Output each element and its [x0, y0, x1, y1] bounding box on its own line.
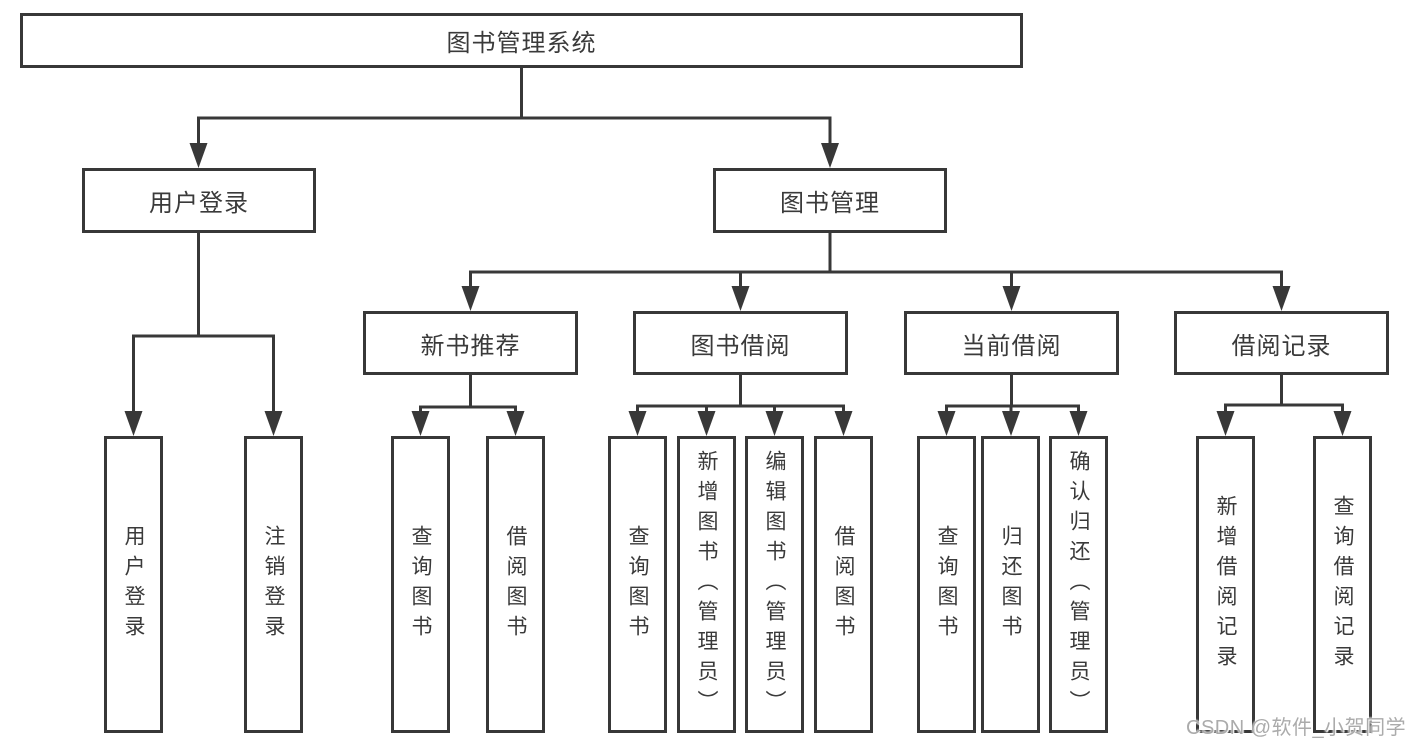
- leaf-confirm-return-admin: 确认归还（管理员）: [1049, 436, 1108, 733]
- node-label: 借阅图书: [832, 524, 855, 645]
- leaf-user-login: 用户登录: [104, 436, 163, 733]
- node-label: 图书管理: [780, 190, 880, 217]
- node-label: 用户登录: [122, 524, 145, 645]
- arrow-down-icon: [937, 411, 956, 436]
- node-user-login: 用户登录: [82, 168, 316, 233]
- arrow-down-icon: [1333, 411, 1352, 436]
- arrow-down-icon: [697, 411, 716, 436]
- node-label: 图书管理系统: [446, 30, 597, 57]
- node-label: 确认归还（管理员）: [1067, 449, 1090, 720]
- connector-user-login-rail: [132, 334, 275, 415]
- node-label: 归还图书: [999, 524, 1022, 645]
- arrow-down-icon: [461, 286, 480, 311]
- leaf-edit-books-admin: 编辑图书（管理员）: [745, 436, 804, 733]
- node-label: 图书借阅: [690, 332, 791, 360]
- arrow-down-icon: [1002, 286, 1021, 311]
- node-label: 借阅记录: [1231, 332, 1332, 360]
- node-current-borrowing: 当前借阅: [904, 311, 1119, 375]
- node-label: 当前借阅: [961, 332, 1062, 360]
- leaf-query-books-current: 查询图书: [917, 436, 976, 733]
- node-label: 用户登录: [149, 190, 249, 217]
- arrow-down-icon: [765, 411, 784, 436]
- arrow-down-icon: [1069, 411, 1088, 436]
- arrow-down-icon: [821, 143, 839, 168]
- leaf-borrow-books-borrowing: 借阅图书: [814, 436, 873, 733]
- node-label: 查询借阅记录: [1331, 494, 1354, 675]
- leaf-return-books: 归还图书: [981, 436, 1040, 733]
- node-label: 查询图书: [409, 524, 432, 645]
- connector-records-rail: [1224, 403, 1344, 415]
- leaf-query-borrow-record: 查询借阅记录: [1313, 436, 1372, 733]
- node-borrowing-records: 借阅记录: [1174, 311, 1389, 375]
- leaf-add-books-admin: 新增图书（管理员）: [677, 436, 736, 733]
- arrow-down-icon: [628, 411, 647, 436]
- arrow-down-icon: [731, 286, 750, 311]
- leaf-query-books-recommend: 查询图书: [391, 436, 450, 733]
- arrow-down-icon: [124, 411, 143, 436]
- arrow-down-icon: [1002, 411, 1020, 436]
- node-book-borrowing: 图书借阅: [633, 311, 848, 375]
- node-label: 借阅图书: [504, 524, 527, 645]
- leaf-add-borrow-record: 新增借阅记录: [1196, 436, 1255, 733]
- node-label: 新书推荐: [420, 332, 521, 360]
- node-label: 注销登录: [262, 524, 285, 645]
- node-new-book-recommendation: 新书推荐: [363, 311, 578, 375]
- connector-level2-rail: [197, 116, 832, 146]
- csdn-watermark: CSDN @软件_小贺同学: [1186, 717, 1405, 739]
- arrow-down-icon: [189, 143, 208, 168]
- node-label: 新增借阅记录: [1214, 494, 1237, 675]
- node-book-management: 图书管理: [713, 168, 947, 233]
- node-label: 新增图书（管理员）: [695, 449, 718, 720]
- leaf-borrow-books-recommend: 借阅图书: [486, 436, 545, 733]
- node-label: 编辑图书（管理员）: [763, 449, 786, 720]
- leaf-query-books-borrowing: 查询图书: [608, 436, 667, 733]
- node-library-management-system: 图书管理系统: [20, 13, 1023, 68]
- connector-recommend-rail: [419, 405, 517, 415]
- node-label: 查询图书: [935, 524, 958, 645]
- arrow-down-icon: [411, 411, 430, 436]
- arrow-down-icon: [834, 411, 853, 436]
- arrow-down-icon: [264, 411, 283, 436]
- connector-level3-rail: [469, 270, 1283, 290]
- leaf-logout: 注销登录: [244, 436, 303, 733]
- connector-borrowing-rail: [636, 404, 845, 415]
- arrow-down-icon: [1216, 411, 1235, 436]
- arrow-down-icon: [506, 411, 525, 436]
- node-label: 查询图书: [626, 524, 649, 645]
- arrow-down-icon: [1272, 286, 1291, 311]
